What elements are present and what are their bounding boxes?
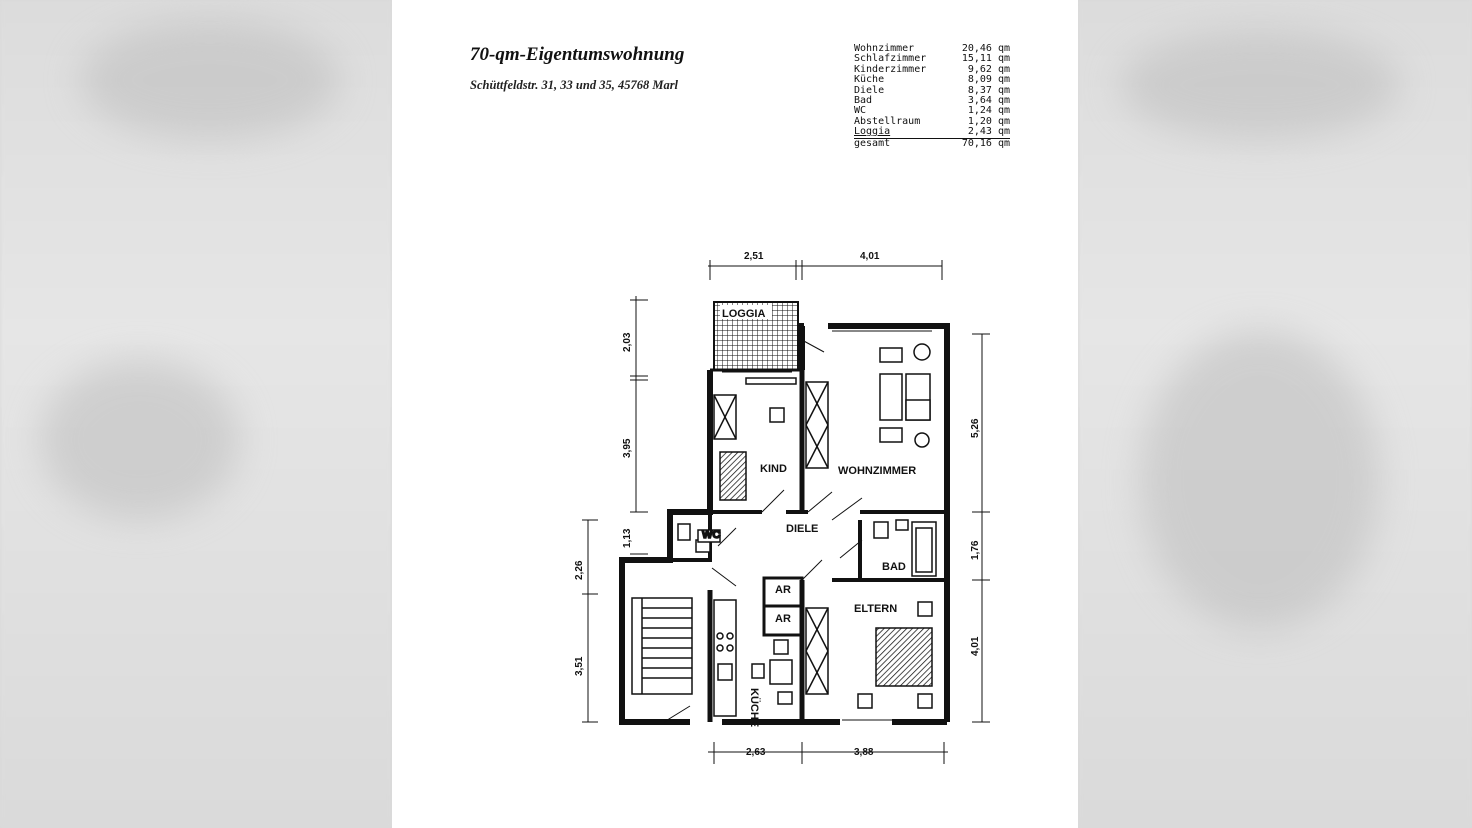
kueche-furniture <box>713 599 793 717</box>
dimension-bottom-left: 2,63 <box>746 747 766 758</box>
room-label-eltern: ELTERN <box>854 603 897 615</box>
blur-blob <box>40 360 240 520</box>
blur-blob <box>1140 330 1380 630</box>
room-label-diele: DIELE <box>786 523 818 535</box>
room-label-wohnzimmer: WOHNZIMMER <box>838 465 916 477</box>
page-subtitle: Schüttfeldstr. 31, 33 und 35, 45768 Marl <box>470 78 679 92</box>
room-label-bad: BAD <box>882 561 906 573</box>
dimension-left-3: 1,13 <box>622 528 633 548</box>
dimension-left-5: 3,51 <box>574 656 585 676</box>
blur-blob <box>1120 30 1400 140</box>
kind-furniture <box>713 377 797 501</box>
eltern-furniture <box>805 601 933 709</box>
loggia: LOGGIA <box>713 301 799 371</box>
floor-plan: LOGGIA <box>574 251 990 764</box>
room-label-kueche: KÜCHE <box>748 688 761 727</box>
staircase <box>631 597 693 695</box>
dimension-lines <box>582 260 990 764</box>
room-label-ar-2: AR <box>775 613 791 625</box>
blur-blob <box>80 20 340 140</box>
dimension-top-right: 4,01 <box>860 251 880 262</box>
windows <box>722 327 932 721</box>
dimension-left-4: 2,26 <box>574 560 585 580</box>
dimension-right-2: 1,76 <box>970 540 981 560</box>
room-label-ar-1: AR <box>775 584 791 596</box>
room-label-loggia: LOGGIA <box>722 308 765 320</box>
dimension-right-3: 4,01 <box>970 636 981 656</box>
bad-fixtures <box>873 519 937 577</box>
wohnzimmer-furniture <box>805 343 931 469</box>
dimension-right-1: 5,26 <box>970 418 981 438</box>
doors <box>624 339 863 723</box>
room-label-kind: KIND <box>760 463 787 475</box>
dimension-left-1: 2,03 <box>622 332 633 352</box>
wc-fixtures: WC <box>677 523 721 553</box>
page-title: 70-qm-Eigentumswohnung <box>470 44 685 65</box>
dimension-left-2: 3,95 <box>622 438 633 458</box>
dimension-bottom-right: 3,88 <box>854 747 874 758</box>
room-label-wc: WC <box>702 529 720 541</box>
walls <box>619 323 950 725</box>
dimension-top-left: 2,51 <box>744 251 764 262</box>
document-page: 70-qm-Eigentumswohnung Schüttfeldstr. 31… <box>392 0 1078 828</box>
